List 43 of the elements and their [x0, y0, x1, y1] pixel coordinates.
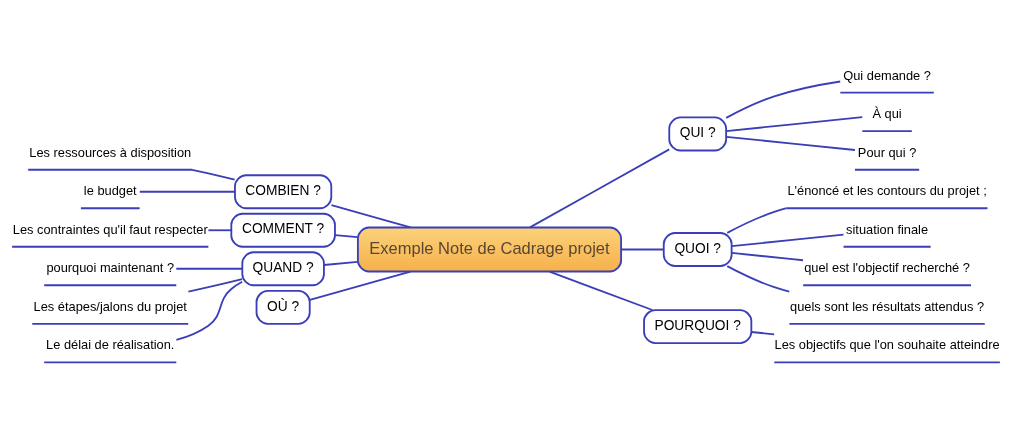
node-text: le budget	[83, 183, 137, 199]
node-text: Le délai de réalisation.	[46, 337, 175, 353]
connector	[730, 233, 845, 248]
node-box: COMBIEN ?	[234, 174, 333, 210]
connector	[309, 270, 412, 301]
connector	[725, 80, 842, 119]
connector	[207, 229, 233, 232]
connector	[725, 116, 864, 133]
connector	[548, 270, 654, 311]
node-text: Les ressources à disposition	[29, 144, 192, 160]
node-box: Exemple Note de Cadrage projet	[356, 226, 622, 273]
node-text: L'énoncé et les contours du projet ;	[787, 183, 987, 199]
node-box: OÙ ?	[255, 289, 311, 325]
connector	[725, 135, 856, 151]
node-text: Pour qui ?	[857, 144, 917, 160]
node-text: Les étapes/jalons du projet	[33, 298, 187, 314]
connector	[138, 190, 236, 193]
node-box: QUAND ?	[241, 251, 325, 287]
connector	[175, 280, 244, 341]
connector	[750, 331, 776, 336]
node-box: QUOI ?	[662, 232, 733, 267]
connector	[175, 267, 244, 270]
node-text: quels sont les résultats attendus ?	[790, 298, 985, 314]
connector	[187, 278, 243, 293]
connector	[334, 234, 359, 239]
connector	[330, 204, 412, 229]
connector	[730, 252, 804, 262]
connector	[726, 207, 788, 234]
node-box: COMMENT ?	[230, 212, 336, 248]
node-text: quel est l'objectif recherché ?	[804, 260, 970, 276]
node-text: situation finale	[846, 221, 929, 237]
connector	[323, 260, 359, 266]
connector	[726, 265, 791, 293]
node-text: Les objectifs que l'on souhaite atteindre	[774, 337, 1000, 353]
node-text: pourquoi maintenant ?	[46, 260, 175, 276]
connector	[191, 168, 236, 181]
node-box: POURQUOI ?	[643, 309, 753, 344]
node-text: À qui	[872, 106, 902, 122]
node-box: QUI ?	[668, 116, 728, 152]
connector	[529, 148, 671, 229]
node-text: Les contraintes qu'il faut respecter	[12, 221, 208, 237]
node-text: Qui demande ?	[843, 67, 931, 83]
connector	[620, 248, 665, 251]
